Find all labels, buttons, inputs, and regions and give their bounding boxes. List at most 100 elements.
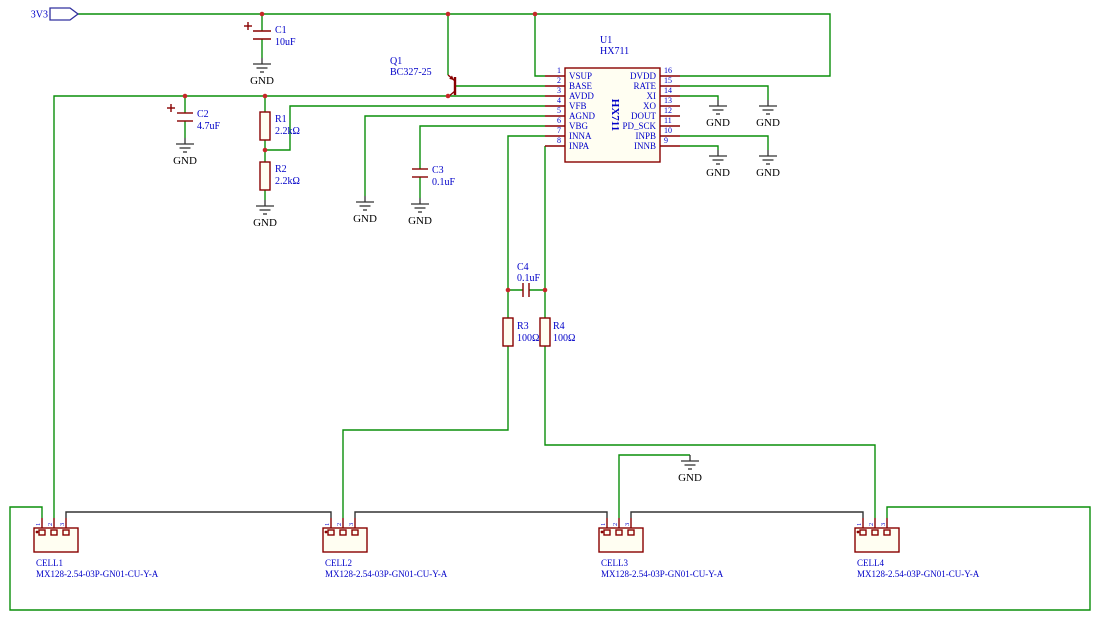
u1-pin-num: 9	[664, 136, 668, 145]
cell4-body[interactable]	[854, 527, 900, 553]
u1-pin-name: XI	[647, 91, 657, 101]
junction-dot	[182, 93, 188, 99]
gnd-c2[interactable]: GND	[173, 137, 197, 167]
resistor-r3[interactable]: R3 100Ω	[502, 317, 539, 347]
wire-cell2-cell3-link[interactable]	[354, 511, 608, 518]
gnd-inpb[interactable]: GND	[756, 149, 780, 179]
junction-dot	[445, 11, 451, 17]
ic-u1[interactable]: 1 2 3 4 5 6 7 8 VSUP BASE AVDD VFB AGND …	[545, 35, 680, 163]
cell4-part: MX128-2.54-03P-GN01-CU-Y-A	[857, 569, 980, 579]
wire-cell3-gnd[interactable]	[618, 454, 690, 518]
cell1-body[interactable]	[33, 527, 79, 553]
cell1-ref: CELL1	[36, 558, 63, 568]
gnd-icon	[252, 57, 272, 73]
wire-xi-gnd[interactable]	[680, 95, 719, 100]
u1-pin-name: DOUT	[631, 111, 656, 121]
u1-value: HX711	[600, 46, 629, 57]
wire-inpa[interactable]	[529, 146, 546, 291]
u1-pin-num: 1	[557, 66, 561, 75]
resistor-r4[interactable]: R4 100Ω	[539, 317, 575, 347]
gnd-r2[interactable]: GND	[253, 199, 277, 229]
cell2-body[interactable]	[322, 527, 368, 553]
wire-cell3-cell4-link[interactable]	[630, 511, 864, 518]
resistor-r2[interactable]: R2 2.2kΩ	[259, 161, 300, 191]
u1-pin-name: VBG	[569, 121, 589, 131]
u1-pin-name: XO	[643, 101, 656, 111]
u1-left-pins	[545, 75, 565, 147]
junction-dot	[262, 93, 268, 99]
u1-pin-num: 7	[557, 126, 561, 135]
capacitor-c4[interactable]: C4 0.1uF	[517, 262, 541, 297]
gnd-agnd[interactable]: GND	[353, 195, 377, 225]
wire-r3-cell2[interactable]	[342, 346, 509, 518]
wire-vbg-c3[interactable]	[419, 125, 545, 169]
capacitor-c1[interactable]: C1 10uF	[244, 22, 296, 48]
gnd-xi[interactable]: GND	[706, 99, 730, 129]
cell-pin-num: 1	[35, 523, 42, 526]
resistor-r1[interactable]: R1 2.2kΩ	[259, 111, 300, 141]
u1-pin-name: VSUP	[569, 71, 592, 81]
cell-pin-num: 3	[624, 523, 631, 526]
gnd-icon	[410, 197, 430, 213]
r4-value: 100Ω	[553, 333, 575, 344]
connector-cell2[interactable]: 1 2 3 CELL2 MX128-2.54-03P-GN01-CU-Y-A	[322, 518, 448, 579]
c4-value: 0.1uF	[517, 273, 541, 284]
connector-cell4[interactable]: 1 2 3 CELL4 MX128-2.54-03P-GN01-CU-Y-A	[854, 518, 980, 579]
connector-cell3[interactable]: 1 2 3 CELL3 MX128-2.54-03P-GN01-CU-Y-A	[598, 518, 724, 579]
u1-pin-num: 4	[557, 96, 561, 105]
cell2-pins	[327, 518, 359, 536]
connector-cell1[interactable]: 1 2 3 CELL1 MX128-2.54-03P-GN01-CU-Y-A	[33, 518, 159, 579]
wire-3v3-rail[interactable]	[78, 13, 831, 77]
q1-ref: Q1	[390, 56, 402, 67]
wire-vfb[interactable]	[265, 105, 545, 151]
u1-body-label: HX711	[609, 99, 621, 131]
gnd-innb[interactable]: GND	[706, 149, 730, 179]
gnd-icon	[355, 195, 375, 211]
u1-body[interactable]	[564, 67, 661, 163]
junction-dot	[262, 147, 268, 153]
wire-innb-gnd[interactable]	[680, 145, 719, 150]
gnd-c3[interactable]: GND	[408, 197, 432, 227]
wire-avdd[interactable]	[53, 95, 545, 518]
cell4-pins	[859, 518, 891, 536]
power-flag-3v3[interactable]: 3V3	[31, 7, 80, 21]
cell3-pins	[603, 518, 635, 536]
r3-ref: R3	[517, 321, 529, 332]
r1-ref: R1	[275, 114, 287, 125]
c2-ref: C2	[197, 109, 209, 120]
gnd-rate[interactable]: GND	[756, 99, 780, 129]
gnd-icon	[708, 99, 728, 115]
u1-pin-num: 5	[557, 106, 561, 115]
transistor-q1[interactable]: Q1 BC327-25	[390, 56, 457, 98]
cell-pin-num: 2	[47, 523, 54, 526]
wire-cell1-cell2-link[interactable]	[65, 511, 332, 518]
gnd-label: GND	[706, 167, 730, 179]
gnd-icon	[255, 199, 275, 215]
link-layer	[65, 511, 864, 518]
wire-vsup[interactable]	[534, 14, 545, 77]
gnd-c1[interactable]: GND	[250, 57, 274, 87]
c3-value: 0.1uF	[432, 177, 456, 188]
capacitor-c3[interactable]: C3 0.1uF	[412, 165, 456, 188]
gnd-cell3[interactable]: GND	[678, 454, 702, 484]
gnd-label: GND	[353, 213, 377, 225]
gnd-label: GND	[408, 215, 432, 227]
capacitor-c2[interactable]: C2 4.7uF	[167, 104, 221, 132]
cell-pin-num: 2	[868, 523, 875, 526]
junction-dot	[542, 287, 548, 293]
cell4-ref: CELL4	[857, 558, 884, 568]
cell3-body[interactable]	[598, 527, 644, 553]
wire-r4-cell4[interactable]	[544, 346, 876, 518]
cell-pin-num: 3	[348, 523, 355, 526]
cell1-pins	[38, 518, 70, 536]
power-flag-shape	[49, 7, 80, 21]
cell2-pin1-dot	[324, 530, 328, 534]
gnd-label: GND	[173, 155, 197, 167]
wire-agnd[interactable]	[364, 115, 545, 196]
wire-inna[interactable]	[507, 135, 545, 291]
wire-bridge-loop[interactable]	[9, 506, 1091, 611]
wire-inpb-gnd[interactable]	[680, 135, 769, 150]
wire-rate-gnd[interactable]	[680, 85, 769, 100]
gnd-icon	[175, 137, 195, 153]
u1-pin-num: 14	[664, 86, 672, 95]
